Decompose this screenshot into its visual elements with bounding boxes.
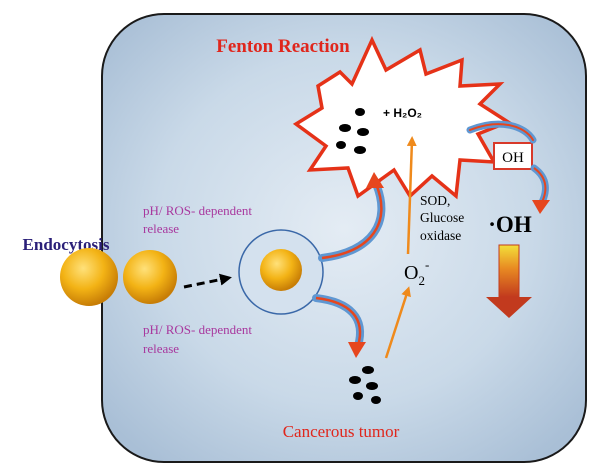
release-upper-line-2: release: [143, 221, 179, 236]
iron-particles-burst: [336, 108, 369, 154]
release-lower-line-2: release: [143, 341, 179, 356]
reaction-burst: [292, 35, 512, 200]
oh-box: [493, 142, 533, 170]
superoxide-superscript: -: [425, 257, 429, 272]
nanoparticle-outside: [60, 248, 118, 306]
iron-particles-released: [349, 366, 381, 404]
diagram-title: Fenton Reaction: [216, 36, 350, 57]
release-upper-label: pH/ ROS- dependent release: [143, 203, 255, 236]
hydroxyl-radical-label: ·OH: [488, 212, 532, 237]
enzyme-line-3: oxidase: [420, 228, 461, 243]
dashed-uptake-arrow: [183, 273, 232, 289]
down-gradient-arrow: [486, 244, 532, 318]
enzyme-line-2: Glucose: [420, 210, 464, 225]
nanoparticle-internalized: [260, 249, 302, 291]
release-lower-line-1: pH/ ROS- dependent: [143, 322, 252, 337]
release-upper-line-1: pH/ ROS- dependent: [143, 203, 252, 218]
superoxide-subscript: 2: [418, 273, 425, 288]
arrow-particles-to-superoxide: [384, 286, 411, 359]
h2o2-label: + H₂O₂: [383, 106, 422, 120]
superoxide-label: O2-: [404, 257, 429, 288]
release-lower-label: pH/ ROS- dependent release: [143, 322, 255, 356]
enzyme-label: SOD, Glucose oxidase: [420, 193, 468, 243]
superoxide-base: O: [404, 262, 418, 284]
arrow-superoxide-to-burst: [406, 136, 417, 255]
oh-box-label: OH: [502, 150, 524, 166]
nanoparticle-entering: [123, 250, 177, 304]
enzyme-line-1: SOD,: [420, 193, 450, 208]
cancerous-tumor-label: Cancerous tumor: [283, 422, 400, 441]
